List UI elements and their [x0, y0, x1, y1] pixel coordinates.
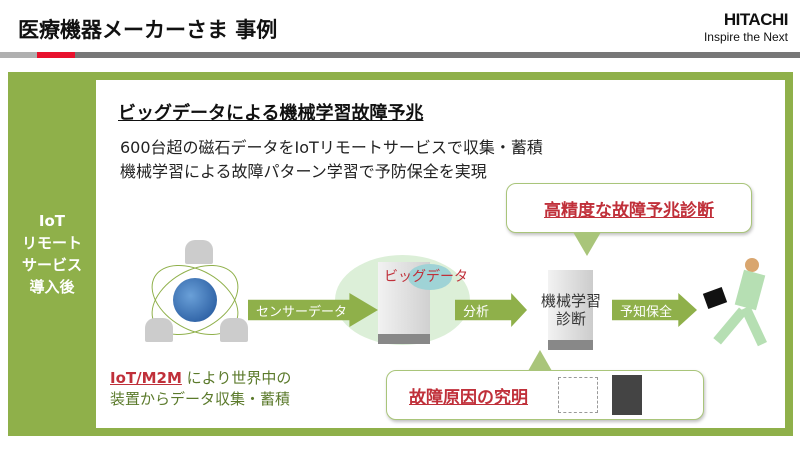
- section-heading: ビッグデータによる機械学習故障予兆: [118, 103, 424, 124]
- iot-highlight: IoT/M2M: [110, 369, 182, 387]
- sidebar-label: IoT リモートサービス導入後: [8, 72, 96, 436]
- arrow-label: センサーデータ: [256, 304, 348, 320]
- callout-top: 高精度な故障予兆診断: [506, 183, 752, 233]
- sidebar-line: リモート: [21, 234, 82, 252]
- caption-text: により世界中の: [181, 369, 292, 387]
- divider-dark: [75, 52, 800, 58]
- caption-text: 装置からデータ収集・蓄積: [110, 390, 291, 408]
- ml-line: 診断: [555, 310, 586, 328]
- description-line: 600台超の磁石データをIoTリモートサービスで収集・蓄積: [120, 138, 543, 157]
- iot-caption: IoT/M2M により世界中の 装置からデータ収集・蓄積: [110, 368, 291, 410]
- callout-bottom: 故障原因の究明: [386, 370, 704, 420]
- sidebar-line: IoT: [38, 212, 66, 230]
- sidebar-line: 導入後: [29, 278, 75, 296]
- running-person-icon: [702, 258, 775, 353]
- divider-red: [37, 52, 75, 58]
- hitachi-logo: HITACHI Inspire the Next: [703, 10, 789, 44]
- bigdata-label: ビッグデータ: [384, 269, 468, 285]
- tree-diagram-icon: [558, 377, 598, 413]
- logo-name: HITACHI: [723, 10, 789, 29]
- arrow-label: 分析: [463, 304, 490, 320]
- database-icon: [408, 264, 452, 290]
- arrow-label: 予知保全: [620, 304, 673, 320]
- callout-top-text: 高精度な故障予兆診断: [544, 200, 714, 221]
- logo-tagline: Inspire the Next: [703, 30, 788, 44]
- page-title: 医療機器メーカーさま 事例: [18, 18, 278, 42]
- callout-bottom-pointer: [528, 350, 552, 371]
- globe-devices-icon: [139, 240, 251, 350]
- sidebar-line: サービス: [21, 256, 82, 274]
- callout-bottom-text: 故障原因の究明: [409, 387, 528, 408]
- description-line: 機械学習による故障パターン学習で予防保全を実現: [120, 162, 487, 181]
- ml-diagnosis-label: 機械学習診断: [532, 292, 610, 328]
- report-icon: [612, 375, 642, 415]
- divider-gray: [0, 52, 37, 58]
- callout-pointer: [573, 232, 601, 256]
- ml-line: 機械学習: [540, 292, 601, 310]
- ml-server-icon: [548, 270, 593, 350]
- briefcase-icon: [702, 287, 728, 309]
